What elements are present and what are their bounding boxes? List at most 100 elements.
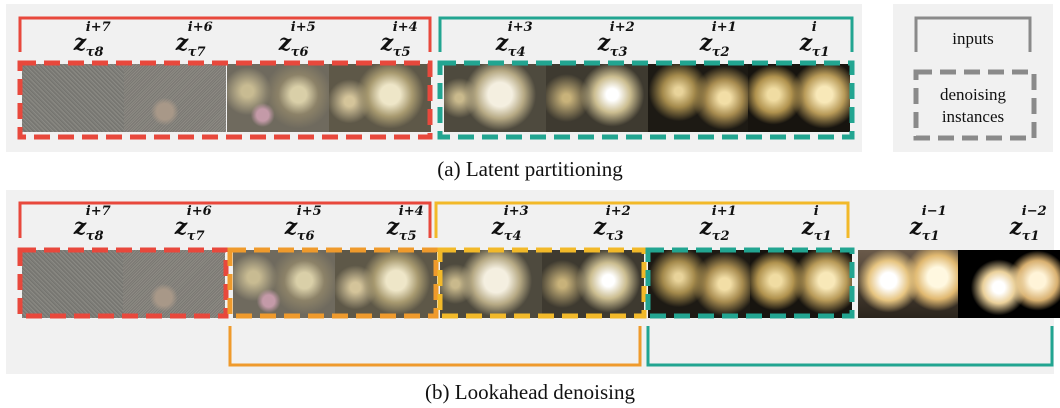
latent-superscript: i [813, 204, 819, 219]
latent-subscript: τ7 [186, 229, 205, 244]
latent-superscript: i+4 [398, 204, 424, 219]
panel-b-frame-4 [335, 250, 437, 318]
latent-superscript: i+6 [186, 204, 212, 219]
latent-subscript: τ5 [392, 45, 411, 60]
latent-superscript: i+3 [507, 20, 533, 35]
panel-a-frame-2 [124, 64, 226, 132]
latent-subscript: τ6 [296, 229, 315, 244]
panel-b-caption: (b) Lookahead denoising [425, 380, 635, 404]
panel-b-red-input-bracket [18, 201, 432, 238]
panel-b-yellow-denoising-box [437, 247, 647, 319]
latent-subscript: τ8 [85, 45, 104, 60]
panel-b-frame-10 [958, 250, 1060, 318]
latent-subscript: τ3 [609, 45, 628, 60]
latent-superscript: i+3 [503, 204, 529, 219]
latent-superscript: i−1 [921, 204, 947, 219]
latent-subscript: τ1 [921, 229, 940, 244]
latent-subscript: τ3 [605, 229, 624, 244]
panel-a-frame-6 [546, 64, 648, 132]
latent-subscript: τ6 [290, 45, 309, 60]
legend-background [893, 4, 1053, 152]
latent-superscript: i [811, 20, 817, 35]
latent-subscript: τ5 [398, 229, 417, 244]
latent-superscript: i+6 [187, 20, 213, 35]
latent-subscript: τ2 [711, 45, 730, 60]
panel-a-frame-5 [444, 64, 546, 132]
legend-denoising-label: denoising instances [939, 85, 1007, 126]
panel-b-yellow-input-bracket [434, 201, 850, 238]
panel-b-frame-7 [648, 250, 750, 318]
panel-a-frame-4 [329, 64, 431, 132]
latent-superscript: i+2 [605, 204, 631, 219]
panel-b-frame-9 [858, 250, 960, 318]
panel-b-frame-2 [123, 250, 225, 318]
latent-superscript: i+7 [85, 20, 111, 35]
panel-a-frame-1 [22, 64, 124, 132]
latent-superscript: i+1 [711, 204, 737, 219]
panel-a-caption: (a) Latent partitioning [437, 157, 623, 181]
legend-inputs-bracket [914, 16, 1032, 52]
panel-b-red-denoising-box [17, 247, 229, 319]
latent-subscript: τ4 [503, 229, 522, 244]
panel-b-teal-denoising-box [645, 247, 855, 319]
latent-subscript: τ4 [507, 45, 526, 60]
panel-a-frame-8 [748, 64, 850, 132]
panel-a-red-denoising-box [17, 60, 433, 140]
panel-b-frame-5 [440, 250, 542, 318]
panel-b-frame-3 [233, 250, 335, 318]
legend-denoising-box [913, 69, 1037, 141]
latent-superscript: i+7 [85, 204, 111, 219]
panel-b-orange-input-bracket [228, 326, 642, 367]
panel-a-red-input-bracket [18, 16, 432, 52]
latent-subscript: τ7 [187, 45, 206, 60]
latent-superscript: i+4 [392, 20, 418, 35]
latent-superscript: i+5 [290, 20, 316, 35]
latent-subscript: τ1 [811, 45, 830, 60]
panel-a-teal-denoising-box [437, 60, 855, 140]
latent-subscript: τ8 [85, 229, 104, 244]
latent-superscript: i+1 [711, 20, 737, 35]
panel-b-frame-8 [750, 250, 852, 318]
latent-subscript: τ1 [1021, 229, 1040, 244]
legend-inputs-label: inputs [952, 29, 994, 48]
panel-a-frame-3 [227, 64, 329, 132]
panel-b-frame-6 [542, 250, 644, 318]
panel-a-teal-input-bracket [438, 16, 854, 52]
panel-a-frame-7 [648, 64, 750, 132]
